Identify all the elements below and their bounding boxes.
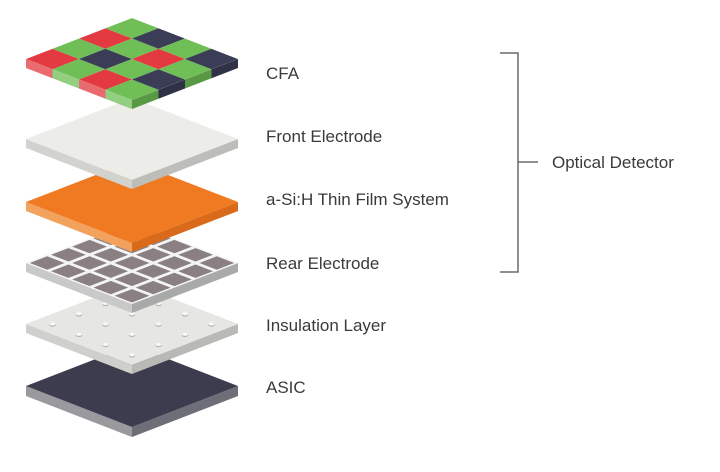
rear-electrode-pad [114,289,150,303]
insulation-bump [155,343,162,346]
cfa-cell [132,28,185,49]
insulation-layer-label: Insulation Layer [266,316,387,335]
front-electrode-layer [26,98,238,189]
rear-electrode-pad [157,256,192,270]
rear-electrode-pad [72,256,107,270]
asic-layer [26,345,238,437]
rear-electrode-pad [93,248,129,262]
rear-electrode-pad [178,248,213,262]
cfa-side-segment [185,69,212,89]
rear-electrode-pad [135,248,171,262]
cfa-label: CFA [266,64,300,83]
insulation-bump [208,322,215,326]
cfa-cell [158,59,212,80]
cfa-cell [105,79,159,100]
insulation-bump [155,322,162,326]
insulation-bumps [49,291,215,358]
cfa-side-segment [211,59,238,79]
cfa-cell [52,38,106,59]
cfa-cell [52,59,106,80]
optical-detector-label: Optical Detector [552,153,674,172]
rear-electrode-pad [72,239,107,254]
rear-electrode-pad [51,248,86,262]
cfa-cell [105,59,159,80]
insulation-bump [49,322,56,326]
rear-electrode-pad [114,272,150,287]
cfa-cell [79,28,132,49]
rear-electrode-pad [199,256,235,270]
cfa-side-segment [105,89,132,109]
cfa-side-segment [26,59,53,79]
insulation-bump [129,312,135,316]
insulation-bump [76,332,82,336]
asih-thin-film-label: a-Si:H Thin Film System [266,190,449,209]
cfa-side-faces [26,59,238,109]
cfa-cell [132,48,185,70]
asih-layer [26,161,238,252]
rear-electrode-pad [157,239,192,254]
cfa-layer [26,18,238,109]
rear-electrode-pad [93,280,129,295]
cfa-cell [79,48,132,70]
insulation-bump [102,343,109,346]
cfa-cell [158,38,212,59]
cfa-cell [105,18,159,39]
rear-electrode-pad [51,264,86,278]
rear-electrode-pad [157,272,192,287]
optical-detector-bracket [500,52,538,273]
rear-electrode-pad [93,264,129,278]
cfa-side-segment [52,69,79,89]
rear-electrode-pad [114,256,150,270]
rear-electrode-pad [135,264,171,278]
rear-electrode-pad [72,272,107,287]
asic-label: ASIC [266,378,306,397]
cfa-cell [185,48,238,70]
cfa-cell [132,69,185,90]
front-electrode-label: Front Electrode [266,127,383,146]
insulation-bump [76,312,82,316]
cfa-side-segment [158,79,185,99]
cfa-cell [26,48,79,70]
rear-electrode-pad [135,280,171,295]
cfa-cell [105,38,159,59]
cfa-cell [79,69,132,90]
cfa-cells [26,18,238,100]
rear-electrode-pad [29,256,65,270]
insulation-layer [26,283,238,374]
insulation-bump [102,322,109,326]
insulation-bump [129,332,135,336]
rear-electrode-label: Rear Electrode [266,254,380,273]
insulation-bump [129,353,135,357]
insulation-bump [182,312,188,316]
cfa-side-segment [79,79,106,99]
insulation-bump [182,332,188,336]
rear-electrode-pad [178,264,213,278]
cfa-side-segment [132,89,159,109]
